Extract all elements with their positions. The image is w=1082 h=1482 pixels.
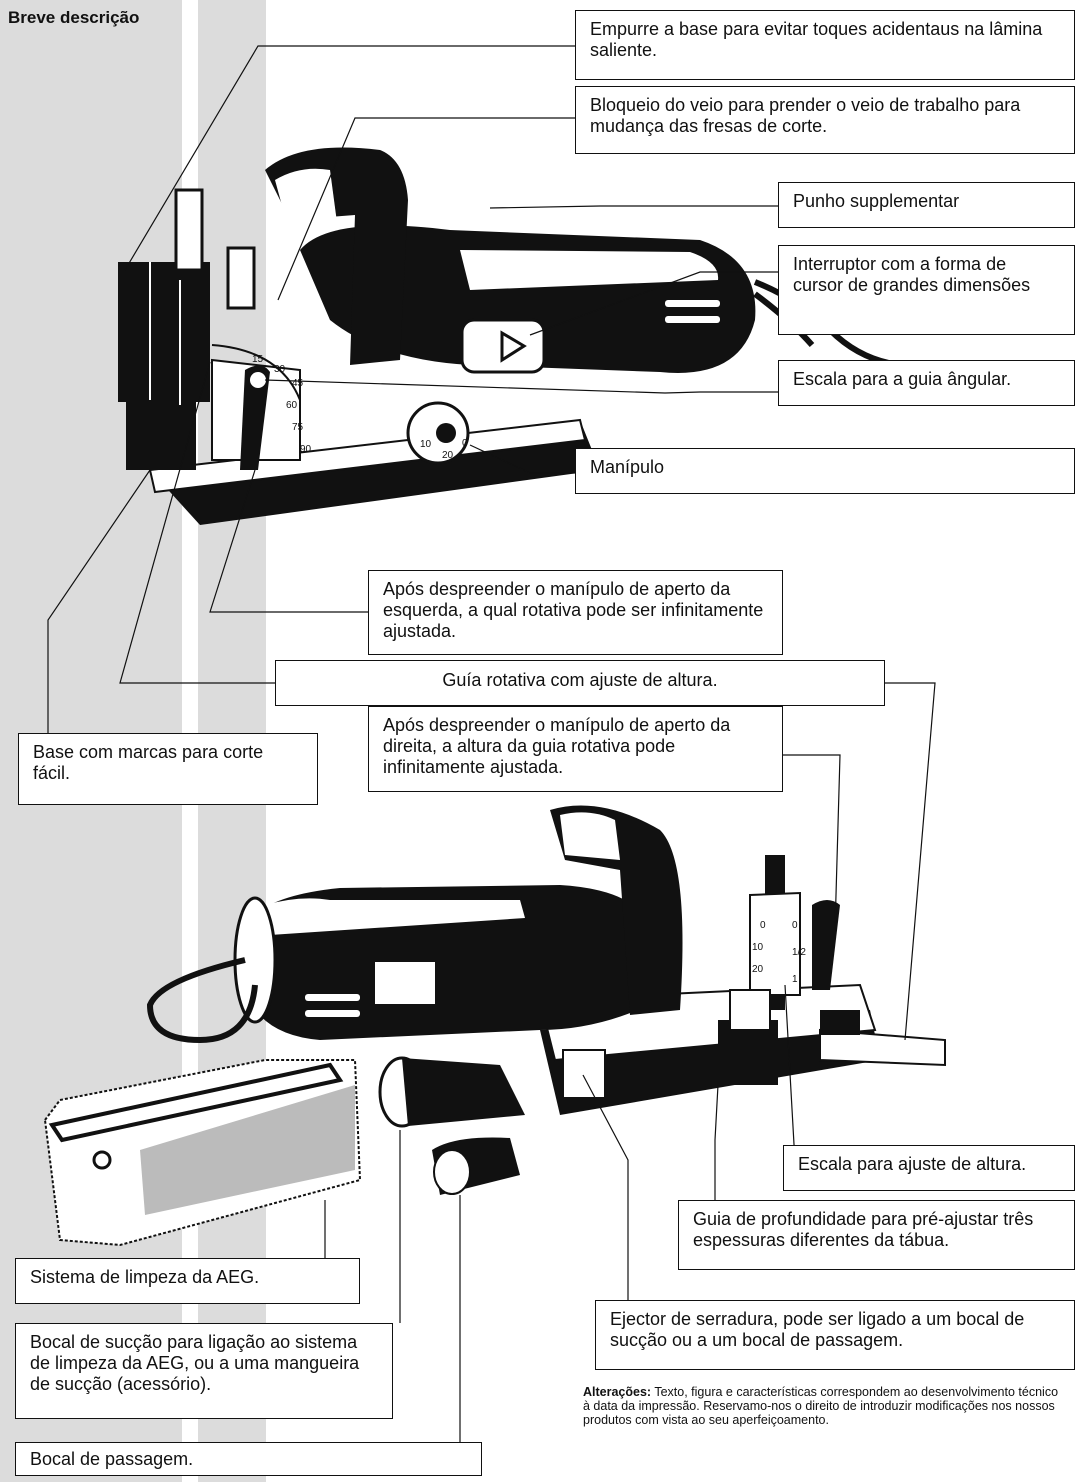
- leader-extra-handle: [489, 205, 778, 209]
- knob-label-0: 0: [462, 438, 468, 449]
- height-scale-labels: 0 10 20 0 1/2 1: [752, 920, 806, 985]
- height-right-half: 1/2: [792, 947, 806, 958]
- leader-left-clamp: [209, 469, 368, 613]
- leader-switch: [529, 271, 778, 336]
- callout-sawdust-ejector: Ejector de serradura, pode ser ligado a …: [595, 1300, 1075, 1370]
- callout-height-scale: Escala para ajuste de altura.: [783, 1145, 1075, 1191]
- revision-note-label: Alterações:: [583, 1385, 652, 1399]
- leader-rotary-guide-right: [885, 682, 936, 1041]
- callout-angle-scale: Escala para a guia ângular.: [778, 360, 1075, 406]
- height-right-0: 0: [792, 920, 798, 931]
- callout-suction-nozzle: Bocal de sucção para ligação ao sistema …: [15, 1323, 393, 1419]
- height-right-1: 1: [792, 974, 798, 985]
- leader-push-base: [124, 45, 575, 271]
- leader-rotary-guide: [119, 361, 275, 684]
- angle-label-90: 90: [300, 444, 312, 455]
- revision-note: Alterações: Texto, figura e característi…: [583, 1385, 1068, 1427]
- leader-lines: [47, 45, 936, 1442]
- callout-base-marks: Base com marcas para corte fácil.: [18, 733, 318, 805]
- callout-spindle-lock: Bloqueio do veio para prender o veio de …: [575, 86, 1075, 154]
- angle-label-45: 45: [292, 378, 304, 389]
- angle-label-75: 75: [292, 422, 304, 433]
- bottom-machine-illustration: [43, 805, 946, 1247]
- top-machine-illustration: [118, 147, 901, 525]
- callout-left-clamp: Após despreender o manípulo de aperto da…: [368, 570, 783, 655]
- angle-scale-labels: 15 30 45 60 75 90 10 20 0: [252, 354, 468, 461]
- angle-label-15: 15: [252, 354, 264, 365]
- height-left-20: 20: [752, 964, 764, 975]
- leader-base-marks: [47, 469, 151, 733]
- revision-note-text: Texto, figura e características correspo…: [583, 1385, 1059, 1427]
- height-left-0: 0: [760, 920, 766, 931]
- knob-label-20: 20: [442, 450, 454, 461]
- callout-right-clamp: Após despreender o manípulo de aperto da…: [368, 706, 783, 792]
- angle-label-30: 30: [274, 364, 286, 375]
- leader-right-clamp: [783, 754, 841, 931]
- leader-angle-scale: [264, 379, 778, 394]
- knob-label-10: 10: [420, 439, 432, 450]
- leader-knob: [469, 444, 575, 474]
- callout-push-base: Empurre a base para evitar toques aciden…: [575, 10, 1075, 80]
- callout-pass-nozzle: Bocal de passagem.: [15, 1442, 482, 1476]
- callout-extra-handle: Punho supplementar: [778, 182, 1075, 228]
- callout-knob: Manípulo: [575, 448, 1075, 494]
- leader-spindle-lock: [277, 117, 575, 301]
- callout-rotary-guide: Guía rotativa com ajuste de altura.: [275, 660, 885, 706]
- angle-label-60: 60: [286, 400, 298, 411]
- callout-depth-guide: Guia de profundidade para pré-ajustar tr…: [678, 1200, 1075, 1270]
- leader-depth-guide: [678, 1084, 719, 1211]
- callout-cleaning-system: Sistema de limpeza da AEG.: [15, 1258, 360, 1304]
- callout-switch: Interruptor com a forma de cursor de gra…: [778, 245, 1075, 335]
- page-title: Breve descrição: [8, 8, 140, 27]
- height-left-10: 10: [752, 942, 764, 953]
- leader-ejector: [582, 1074, 629, 1300]
